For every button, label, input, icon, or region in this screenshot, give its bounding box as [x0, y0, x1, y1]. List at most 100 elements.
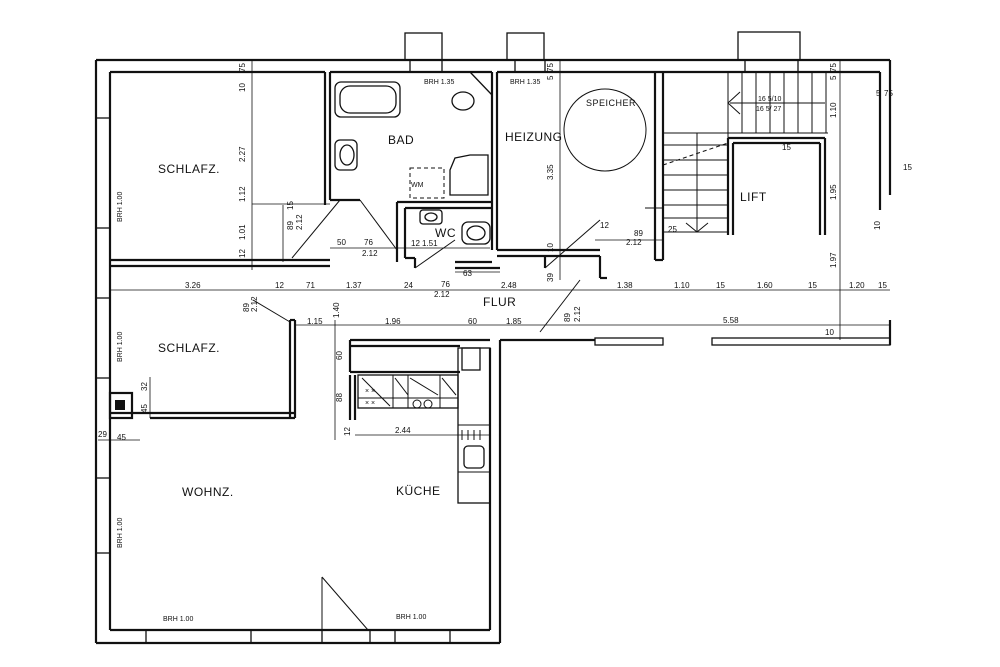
svg-text:3.35: 3.35	[546, 164, 555, 180]
svg-text:1.40: 1.40	[332, 302, 341, 318]
doors	[252, 199, 663, 631]
room-label-flur: FLUR	[483, 295, 516, 309]
svg-text:12: 12	[275, 281, 284, 290]
svg-text:2.12: 2.12	[362, 249, 378, 258]
svg-text:60: 60	[468, 317, 477, 326]
svg-text:63: 63	[463, 269, 472, 278]
svg-text:10: 10	[825, 328, 834, 337]
svg-text:1.38: 1.38	[617, 281, 633, 290]
washing-machine-outline	[409, 167, 445, 199]
brh-bad: BRH 1.35	[424, 79, 454, 86]
svg-text:1.85: 1.85	[506, 317, 522, 326]
svg-text:2.27: 2.27	[238, 146, 247, 162]
svg-text:15: 15	[716, 281, 725, 290]
svg-text:1.96: 1.96	[385, 317, 401, 326]
svg-text:1.15: 1.15	[307, 317, 323, 326]
stairs-note-1: 16 5/10	[758, 96, 781, 103]
room-labels: SCHLAFZ. BAD HEIZUNG SPEICHER WC LIFT FL…	[158, 98, 767, 499]
svg-text:2.12: 2.12	[295, 214, 304, 230]
room-label-wc: WC	[435, 226, 456, 240]
svg-text:2.48: 2.48	[501, 281, 517, 290]
svg-text:50: 50	[337, 238, 346, 247]
room-label-speicher: SPEICHER	[586, 98, 636, 108]
dimension-texts: 75 10 2.27 1.12 1.01 12 15 89 2.12 50 76…	[98, 63, 912, 442]
room-label-schlafz-2: SCHLAFZ.	[158, 341, 220, 355]
staircase: 16 5/10 16 5/ 27	[662, 72, 828, 233]
washing-machine-label: WM	[411, 182, 424, 189]
svg-text:1.20: 1.20	[849, 281, 865, 290]
brh-wohnz-side: BRH 1.00	[117, 518, 124, 548]
brh-schlafz-2: BRH 1.00	[117, 332, 124, 362]
svg-text:10: 10	[238, 83, 247, 92]
svg-text:75: 75	[238, 63, 247, 72]
interior-walls	[108, 72, 827, 420]
svg-text:15: 15	[878, 281, 887, 290]
svg-text:76: 76	[441, 280, 450, 289]
svg-text:32: 32	[140, 382, 149, 391]
svg-text:5: 5	[876, 89, 881, 98]
svg-text:1.95: 1.95	[829, 184, 838, 200]
svg-text:29: 29	[98, 430, 107, 439]
svg-text:45: 45	[117, 433, 126, 442]
svg-text:24: 24	[404, 281, 413, 290]
svg-text:2.12: 2.12	[250, 296, 259, 312]
speicher-tank	[563, 88, 647, 172]
svg-text:1.12: 1.12	[238, 186, 247, 202]
svg-text:15: 15	[286, 201, 295, 210]
svg-text:5: 5	[546, 75, 555, 80]
room-label-heizung: HEIZUNG	[505, 130, 563, 144]
brh-wohnz-bottom: BRH 1.00	[163, 616, 193, 623]
kitchen-fixtures: × × × ×	[357, 347, 491, 504]
svg-text:39: 39	[546, 273, 555, 282]
svg-text:89: 89	[634, 229, 643, 238]
svg-text:60: 60	[335, 351, 344, 360]
svg-text:75: 75	[829, 63, 838, 72]
room-label-bad: BAD	[388, 133, 414, 147]
svg-text:2.12: 2.12	[626, 238, 642, 247]
svg-text:71: 71	[306, 281, 315, 290]
svg-text:1.01: 1.01	[238, 224, 247, 240]
stairs-note-2: 16 5/ 27	[756, 106, 781, 113]
svg-text:89: 89	[286, 221, 295, 230]
svg-text:76: 76	[364, 238, 373, 247]
windows	[95, 31, 801, 644]
svg-text:15: 15	[808, 281, 817, 290]
svg-text:10: 10	[546, 243, 555, 252]
svg-text:× ×: × ×	[365, 388, 375, 395]
svg-text:1.60: 1.60	[757, 281, 773, 290]
svg-text:15: 15	[903, 163, 912, 172]
brh-schlafz-1: BRH 1.00	[117, 192, 124, 222]
svg-text:89: 89	[563, 313, 572, 322]
svg-text:12: 12	[343, 427, 352, 436]
brh-heizung: BRH 1.35	[510, 79, 540, 86]
svg-text:2.44: 2.44	[395, 426, 411, 435]
room-label-lift: LIFT	[740, 190, 767, 204]
svg-text:45: 45	[140, 404, 149, 413]
dimension-lines	[98, 60, 890, 441]
svg-text:1.37: 1.37	[346, 281, 362, 290]
brh-kueche-bottom: BRH 1.00	[396, 614, 426, 621]
svg-text:1.97: 1.97	[829, 252, 838, 268]
bathroom-fixtures: WM	[334, 71, 493, 245]
svg-text:3.26: 3.26	[185, 281, 201, 290]
sill-height-labels: BRH 1.00 BRH 1.00 BRH 1.00 BRH 1.00 BRH …	[117, 79, 540, 623]
room-label-schlafz-1: SCHLAFZ.	[158, 162, 220, 176]
room-label-wohnz: WOHNZ.	[182, 485, 234, 499]
svg-text:12: 12	[238, 249, 247, 258]
svg-text:88: 88	[335, 393, 344, 402]
svg-text:2.12: 2.12	[434, 290, 450, 299]
svg-text:75: 75	[884, 89, 893, 98]
svg-text:5: 5	[829, 75, 838, 80]
svg-text:89: 89	[242, 303, 251, 312]
svg-text:× ×: × ×	[365, 400, 375, 407]
svg-text:2.12: 2.12	[573, 306, 582, 322]
svg-text:1.10: 1.10	[829, 102, 838, 118]
svg-text:10: 10	[873, 221, 882, 230]
svg-text:15: 15	[782, 143, 791, 152]
svg-text:12: 12	[600, 221, 609, 230]
svg-text:75: 75	[546, 63, 555, 72]
svg-text:5.58: 5.58	[723, 316, 739, 325]
svg-text:12: 12	[411, 239, 420, 248]
svg-text:1.51: 1.51	[422, 239, 438, 248]
